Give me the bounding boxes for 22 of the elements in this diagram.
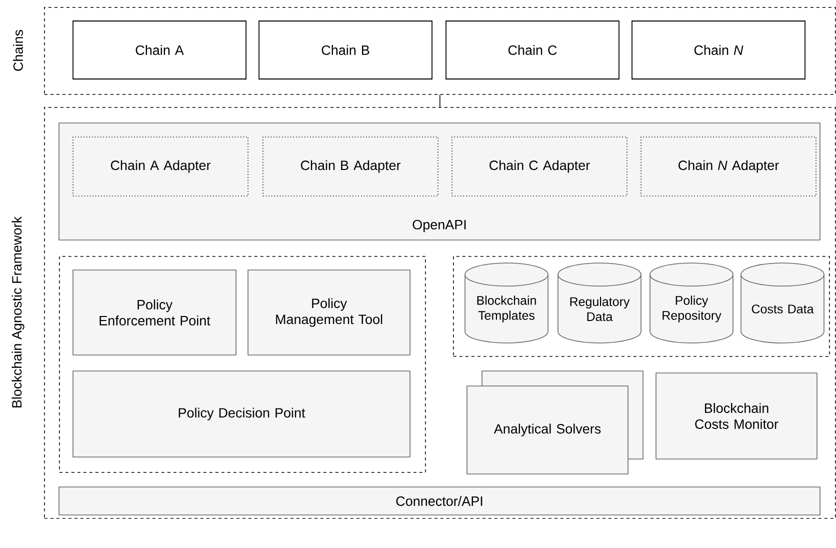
chain-box: Chain N <box>632 20 806 80</box>
group-frame <box>59 256 426 473</box>
node-label: Blockchain Agnostic Framework <box>12 216 24 408</box>
chain-box: Chain B <box>258 20 432 80</box>
component-box: Blockchain Costs Monitor <box>656 372 818 460</box>
database-cylinder: Costs Data <box>740 262 824 344</box>
node-label: Chains <box>13 30 23 71</box>
chain-box: Chain A <box>72 20 246 80</box>
adapter-box: Chain N Adapter <box>640 136 816 196</box>
database-cylinder: Blockchain Templates <box>464 262 548 344</box>
component-box: Connector/API <box>58 486 820 516</box>
adapter-box: Chain C Adapter <box>452 136 628 196</box>
stacked-box: Analytical Solvers <box>466 370 644 474</box>
component-box: Policy Management Tool <box>248 270 410 356</box>
chain-box: Chain C <box>446 20 620 80</box>
group-frame <box>453 256 830 357</box>
database-cylinder: Regulatory Data <box>558 262 642 344</box>
adapter-box: Chain A Adapter <box>72 136 248 196</box>
database-cylinder: Policy Repository <box>650 262 734 344</box>
component-box: Policy Decision Point <box>72 370 410 458</box>
component-box: Policy Enforcement Point <box>72 270 236 356</box>
adapter-box: Chain B Adapter <box>262 136 438 196</box>
